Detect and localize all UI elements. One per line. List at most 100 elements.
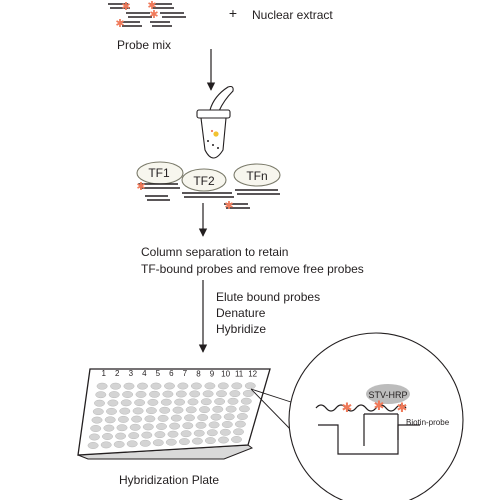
tf1-complex: TF1 ✱ [136, 161, 184, 193]
well-profile [318, 424, 420, 455]
nuclear-extract-label: Nuclear extract [252, 8, 333, 22]
plate-well [157, 414, 169, 422]
plate-column-number: 4 [142, 369, 147, 378]
tfn-oval [233, 163, 281, 187]
plate-well [177, 382, 189, 390]
stv-hrp-blob [366, 384, 410, 404]
plate-well [227, 397, 239, 405]
plate-well [159, 406, 171, 414]
plate-well [223, 413, 235, 421]
plate-well [149, 390, 160, 398]
svg-text:✱: ✱ [374, 399, 385, 414]
plate-well [212, 405, 224, 413]
svg-text:✱: ✱ [121, 0, 130, 13]
plate-well [164, 382, 175, 390]
plate-well [137, 382, 148, 390]
plate-well [231, 382, 243, 390]
plate-well [189, 390, 201, 398]
elute-label: Elute bound probes [216, 290, 320, 304]
plate-well [206, 429, 218, 437]
plate-well [103, 424, 115, 432]
plate-well [178, 438, 190, 446]
plate-well [169, 422, 181, 430]
zoom-detail: STV-HRP ✱ ✱ ✱ Biotin-probe [288, 332, 464, 500]
svg-text:✱: ✱ [224, 199, 233, 212]
plate-well [100, 441, 112, 449]
plate-well [244, 382, 256, 390]
plate-well [107, 399, 119, 407]
plate-well [131, 415, 143, 423]
plate-well [120, 399, 132, 407]
plate-well [92, 408, 104, 416]
plate-well [132, 407, 144, 415]
plate-well [108, 391, 120, 399]
probe-mix-cluster [108, 3, 186, 27]
zoom-circle [288, 332, 464, 500]
zoom-connector-bottom [250, 388, 294, 433]
plate-well [204, 437, 216, 445]
plate-well [236, 413, 248, 420]
plate-well [167, 430, 179, 438]
plate-well [225, 405, 237, 413]
plate-well [134, 399, 146, 407]
plate-well [170, 414, 182, 422]
plus-sign: + [229, 5, 237, 21]
plate-well [160, 398, 172, 406]
tube-icon [196, 85, 234, 159]
plate-well [240, 397, 252, 405]
tf2-complex: TF2 [181, 168, 234, 198]
probe-mix-label: Probe mix [117, 38, 171, 52]
denature-label: Denature [216, 306, 266, 320]
plate-well [174, 398, 186, 406]
plate-well [119, 407, 131, 415]
plate-well [199, 406, 210, 414]
plate-well [110, 382, 122, 390]
plate-well [94, 399, 105, 407]
plate-well [221, 421, 233, 428]
plate-well [234, 420, 246, 428]
plate-column-number: 8 [196, 369, 201, 378]
plate-column-number: 6 [169, 369, 174, 378]
biotin-stars: ✱ ✱ ✱ [342, 399, 408, 416]
plate-well [218, 436, 229, 444]
plate-well [216, 390, 227, 398]
plate-well [204, 382, 216, 390]
plate-well [145, 407, 157, 415]
probe-strand [315, 404, 407, 412]
plate-well [233, 428, 244, 436]
plate-well [122, 391, 134, 398]
plate-well [116, 424, 128, 432]
plate-well [172, 406, 184, 414]
plate-well [197, 414, 209, 421]
plate-well [195, 421, 207, 429]
svg-text:✱: ✱ [136, 180, 145, 193]
stv-hrp-label: STV-HRP [368, 390, 407, 400]
plate-column-number: 11 [235, 369, 244, 378]
plate-well [193, 429, 205, 437]
plate-column-number: 3 [129, 369, 134, 378]
plate-well [182, 422, 194, 430]
svg-text:✱: ✱ [147, 0, 156, 12]
plate-well [126, 440, 138, 448]
tfn-label: TFn [246, 169, 267, 183]
plate-well [191, 437, 203, 445]
plate-well [115, 432, 127, 440]
plate-column-number: 9 [210, 369, 215, 378]
tf2-oval [181, 168, 227, 192]
plate-well [231, 436, 242, 443]
hybridization-plate-label: Hybridization Plate [119, 473, 219, 487]
plate-well [123, 382, 135, 390]
plate-well [150, 382, 162, 390]
plate-column-number: 10 [221, 369, 230, 378]
plate-well [129, 423, 141, 431]
tf1-label: TF1 [148, 166, 170, 180]
plate-well [113, 440, 125, 448]
biotin-probe-label: Biotin-probe [406, 418, 450, 427]
svg-text:✱: ✱ [149, 8, 158, 21]
plate-column-number: 12 [248, 370, 257, 379]
plate-well [229, 390, 241, 398]
free-probe-left [145, 195, 170, 201]
tfn-complex: TFn [233, 163, 281, 195]
